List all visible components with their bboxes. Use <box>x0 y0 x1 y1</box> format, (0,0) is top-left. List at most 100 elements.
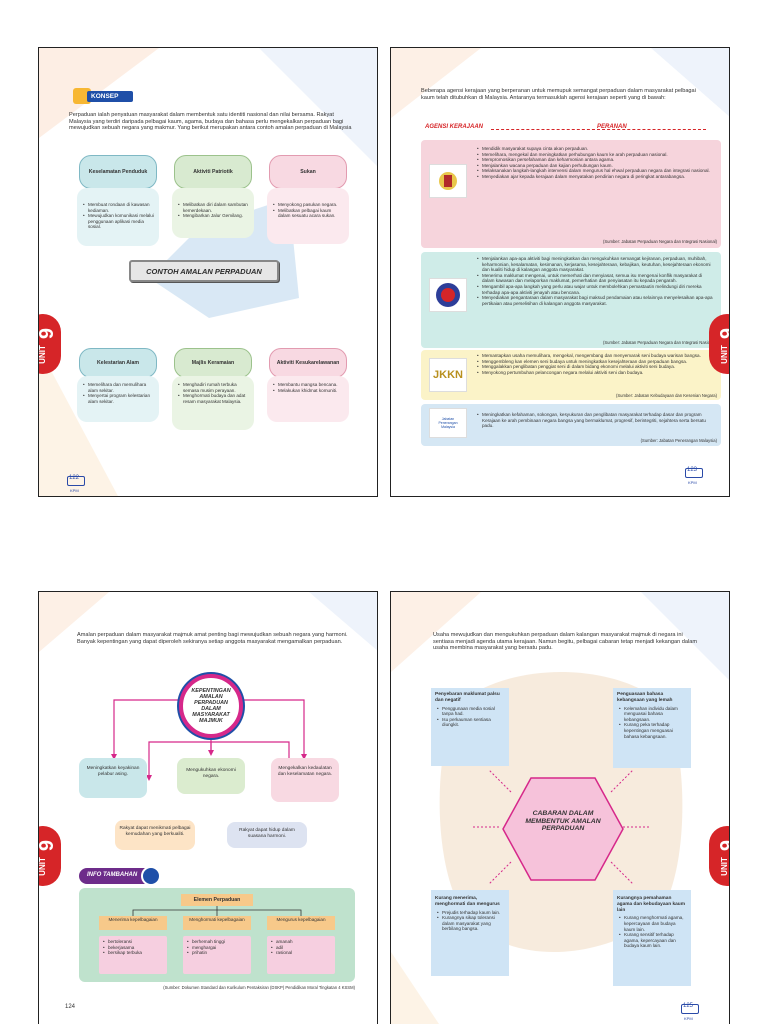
unit-tab: UNIT 9 <box>38 314 61 374</box>
list-item: Menerima maklumat mengenai, untuk memerh… <box>477 273 713 284</box>
hex-sukan: Sukan <box>269 155 347 189</box>
rukun-tetangga-icon <box>429 278 467 312</box>
source-note: (Sumber: Jabatan Penerangan Malaysia) <box>640 438 717 444</box>
hex-majlis-keramaian: Majlis Keramaian <box>174 348 252 378</box>
hex-kelestarian-alam: Kelestarian Alam <box>79 348 157 378</box>
source-note: (Sumber: Jabatan Kebudayaan dan Kesenian… <box>615 393 717 399</box>
list-item: bersikap terbuka <box>103 950 164 956</box>
list-item: Menyertai program kelestarian alam sekit… <box>83 393 155 404</box>
connector-lines <box>111 699 307 781</box>
agency-row-jkkn: JKKN Memantapkan usaha memulihara, menge… <box>421 350 721 400</box>
jkkn-logo: JKKN <box>429 358 467 392</box>
unit-tab: UNIT 9 <box>38 826 61 886</box>
unit-number: 9 <box>38 839 59 852</box>
list-item: Menghadiri rumah terbuka semasa musim pe… <box>178 382 250 393</box>
background-shapes <box>39 48 377 496</box>
list-item: bertoleransi <box>103 939 164 945</box>
list-item: Mewujudkan komunikasi melalui penggunaan… <box>83 213 155 230</box>
center-title: CABARAN DALAM MEMBENTUK AMALAN PERPADUAN <box>525 810 601 833</box>
intro-text: Usaha mewujudkan dan mengukuhkan perpadu… <box>433 632 698 652</box>
unit-number: 9 <box>717 840 729 851</box>
source-note: (Sumber: Jabatan Perpaduan Negara dan In… <box>602 340 717 346</box>
list-item: Kurang menghormati agama, kepercayaan da… <box>619 915 688 932</box>
box-ekonomi: Mengukuhkan ekonomi negara. <box>177 758 245 794</box>
intro-text: Perpaduan ialah penyatuan masyarakat dal… <box>69 112 352 132</box>
header-divider <box>491 129 706 130</box>
list-item: Menggalakkan penglibatan penggiat seni d… <box>477 364 717 370</box>
elemen-title: Elemen Perpaduan <box>181 894 253 906</box>
penerangan-logo: Jabatan Penerangan Malaysia <box>429 408 467 438</box>
unit-label: UNIT <box>38 345 47 364</box>
list-item: Memelihara dan memulihara alam sekitar. <box>83 382 155 393</box>
elemen-head-menerima: Menerima kepelbagaian <box>99 916 167 930</box>
list-item: Melibatkan diri dalam sambutan kemerdeka… <box>178 202 250 213</box>
list-item: menghargai <box>187 945 248 951</box>
unit-label: UNIT <box>719 345 729 364</box>
book-icon <box>67 476 85 486</box>
page-122: KONSEP Perpaduan ialah penyatuan masyara… <box>38 47 378 497</box>
list-item: Kurangnya sikap toleransi dalam masyarak… <box>437 915 506 932</box>
list-item: Prejudis terhadap kaum lain. <box>437 910 506 916</box>
source-note: (Sumber: Dokumen Standard dan Kurikulum … <box>163 985 355 990</box>
header-peranan: PERANAN <box>597 124 627 130</box>
background-shapes <box>39 592 377 652</box>
box-title: Kurangnya pemahaman agama dan kebudayaan… <box>617 896 685 913</box>
card-kesukarelawanan: Membantu mangsa bencana. Melakukan khidm… <box>267 376 349 422</box>
elemen-connectors <box>132 906 302 916</box>
list-item: bekerjasama <box>103 945 164 951</box>
lightbulb-icon <box>73 88 91 104</box>
background-shapes <box>391 48 729 118</box>
hex-kesukarelawanan: Aktiviti Kesukarelawanan <box>269 348 347 378</box>
list-item: Kurang peka terhadap kepentingan menguas… <box>619 722 688 739</box>
elemen-list-menghormati: berhemah tinggi menghargai prihatin <box>183 936 251 974</box>
list-item: Memantapkan usaha memulihara, mengekal, … <box>477 353 717 359</box>
list-item: Kurang sensitif terhadap agama, kepercay… <box>619 932 688 949</box>
list-item: Mengambil apa-apa langkah yang perlu ata… <box>477 284 713 295</box>
kpm-label: KPM <box>684 1016 693 1021</box>
agency-row-rukun-tetangga: Menjalankan apa-apa aktiviti bagi mening… <box>421 252 721 348</box>
unit-number: 9 <box>38 327 59 340</box>
elemen-list-mengurus: amanah adil rasional <box>267 936 335 974</box>
source-note: (Sumber: Jabatan Perpaduan Negara dan In… <box>602 239 717 245</box>
list-item: Menggembleng kan elemen seni budaya untu… <box>477 359 717 365</box>
list-item: Menghormati budaya dan adat resam masyar… <box>178 393 250 404</box>
kpm-label: KPM <box>688 480 697 485</box>
list-item: amanah <box>271 939 332 945</box>
page-number: 123 <box>687 467 698 473</box>
page-123: Beberapa agensi kerajaan yang berperanan… <box>390 47 730 497</box>
box-kurang-menerima: Kurang menerima, menghormati dan menguru… <box>431 890 509 976</box>
elemen-head-mengurus: Mengurus kepelbagaian <box>267 916 335 930</box>
box-title: Penyebaran maklumat palsu dan negatif <box>435 692 500 703</box>
page-number: 125 <box>683 1003 694 1009</box>
hex-keselamatan: Keselamatan Penduduk <box>79 155 157 189</box>
coat-of-arms-icon <box>429 164 467 198</box>
agency-row-penerangan: Jabatan Penerangan Malaysia Meningkatkan… <box>421 404 721 446</box>
center-circle: KEPENTINGAN AMALAN PERPADUAN DALAM MASYA… <box>179 674 243 738</box>
intro-text: Amalan perpaduan dalam masyarakat majmuk… <box>77 632 348 645</box>
list-item: rasional <box>271 950 332 956</box>
card-keselamatan: Membuat rondaan di kawasan kediaman. Mew… <box>77 188 159 246</box>
list-item: Isu perkauman sentiasa diungkit. <box>437 717 506 728</box>
list-item: Menjalankan wacana perpaduan dan kajian … <box>477 163 713 169</box>
list-item: Mempromosikan persefahaman dan keharmoni… <box>477 157 713 163</box>
list-item: Kelemahan individu dalam menguasai bahas… <box>619 706 688 723</box>
box-pelabur-asing: Meningkatkan keyakinan pelabur asing. <box>79 758 147 798</box>
hex-aktiviti-patriotik: Aktiviti Patriotik <box>174 155 252 189</box>
list-item: Melaksanakan langkah-langkah intervensi … <box>477 168 713 174</box>
unit-label: UNIT <box>719 857 729 876</box>
card-kelestarian-alam: Memelihara dan memulihara alam sekitar. … <box>77 376 159 422</box>
list-item: adil <box>271 945 332 951</box>
agency-row-perpaduan: Mendidik masyarakat supaya cinta akan pe… <box>421 140 721 248</box>
page-125: Usaha mewujudkan dan mengukuhkan perpadu… <box>390 591 730 1024</box>
intro-text: Beberapa agensi kerajaan yang berperanan… <box>421 88 696 101</box>
list-item: Meningkatkan kefahaman, sokongan, kesyuk… <box>477 412 713 429</box>
unit-number: 9 <box>717 328 729 339</box>
unit-tab: UNIT 9 <box>709 314 729 374</box>
unit-label: UNIT <box>38 857 47 876</box>
box-title: Penguasaan bahasa kebangsaan yang lemah <box>617 692 673 703</box>
list-item: Membantu mangsa bencana. <box>273 382 345 388</box>
card-aktiviti-patriotik: Melibatkan diri dalam sambutan kemerdeka… <box>172 188 254 238</box>
list-item: prihatin <box>187 950 248 956</box>
list-item: Melakukan khidmat komuniti. <box>273 388 345 394</box>
box-kedaulatan: Mengekalkan kedaulatan dan keselamatan n… <box>271 758 339 802</box>
